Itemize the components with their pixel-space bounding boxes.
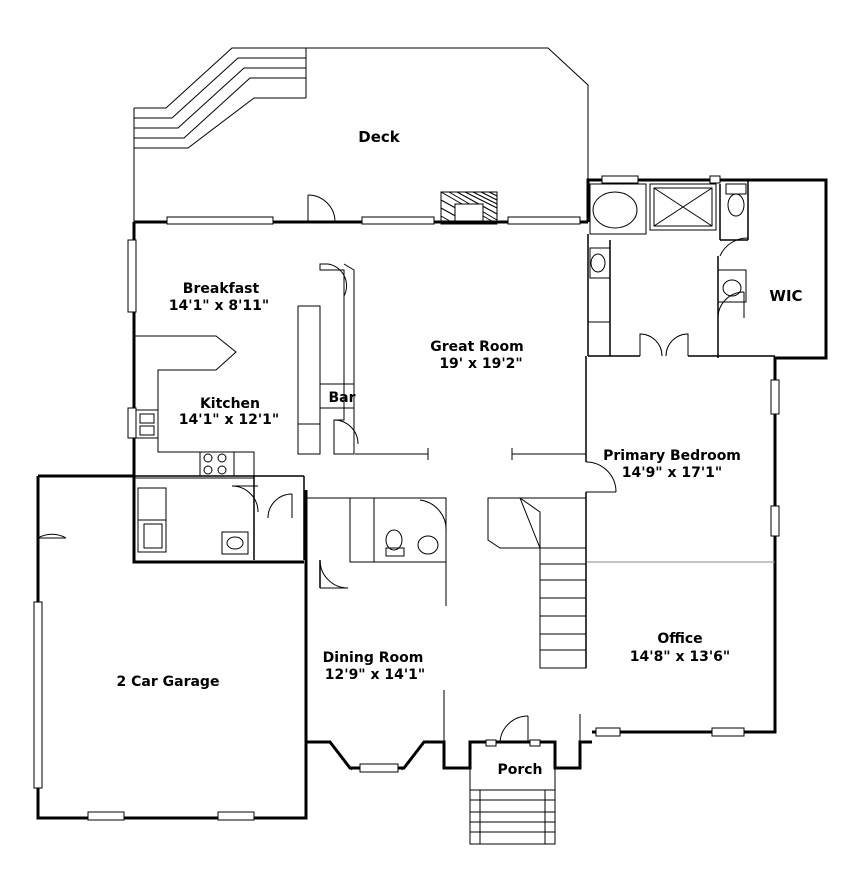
breakfast-size: 14'1" x 8'11" <box>169 298 269 314</box>
primary-bedroom-label: Primary Bedroom <box>603 448 741 464</box>
office-label: Office <box>657 631 702 647</box>
breakfast-label: Breakfast <box>183 281 260 297</box>
deck-label: Deck <box>358 128 401 146</box>
exterior-walls <box>36 178 828 820</box>
north-windows <box>127 216 581 439</box>
deck-area <box>133 47 589 225</box>
office-size: 14'8" x 13'6" <box>630 649 730 665</box>
kitchen-area <box>133 335 305 560</box>
garage-area <box>33 533 255 821</box>
primary-bedroom-size: 14'9" x 17'1" <box>622 465 722 481</box>
master-windows <box>595 379 780 737</box>
bar-label: Bar <box>328 390 355 406</box>
main-stairs <box>487 497 587 669</box>
kitchen-size: 14'1" x 12'1" <box>179 412 279 428</box>
garage-label: 2 Car Garage <box>117 674 220 690</box>
dining-bay <box>333 747 421 773</box>
dining-room-label: Dining Room <box>323 650 424 666</box>
great-room-size: 19' x 19'2" <box>439 356 522 372</box>
porch-area <box>469 715 556 845</box>
wic-label: WIC <box>769 287 802 305</box>
kitchen-label: Kitchen <box>200 396 260 412</box>
deck-stairs <box>133 47 307 149</box>
deck-door <box>307 194 336 223</box>
master-bath <box>587 175 775 358</box>
fireplace <box>440 191 498 225</box>
bar-area <box>297 263 359 455</box>
interior-walls <box>306 356 775 742</box>
dining-room-size: 12'9" x 14'1" <box>325 667 425 683</box>
porch-label: Porch <box>497 762 542 778</box>
great-room-label: Great Room <box>430 339 524 355</box>
